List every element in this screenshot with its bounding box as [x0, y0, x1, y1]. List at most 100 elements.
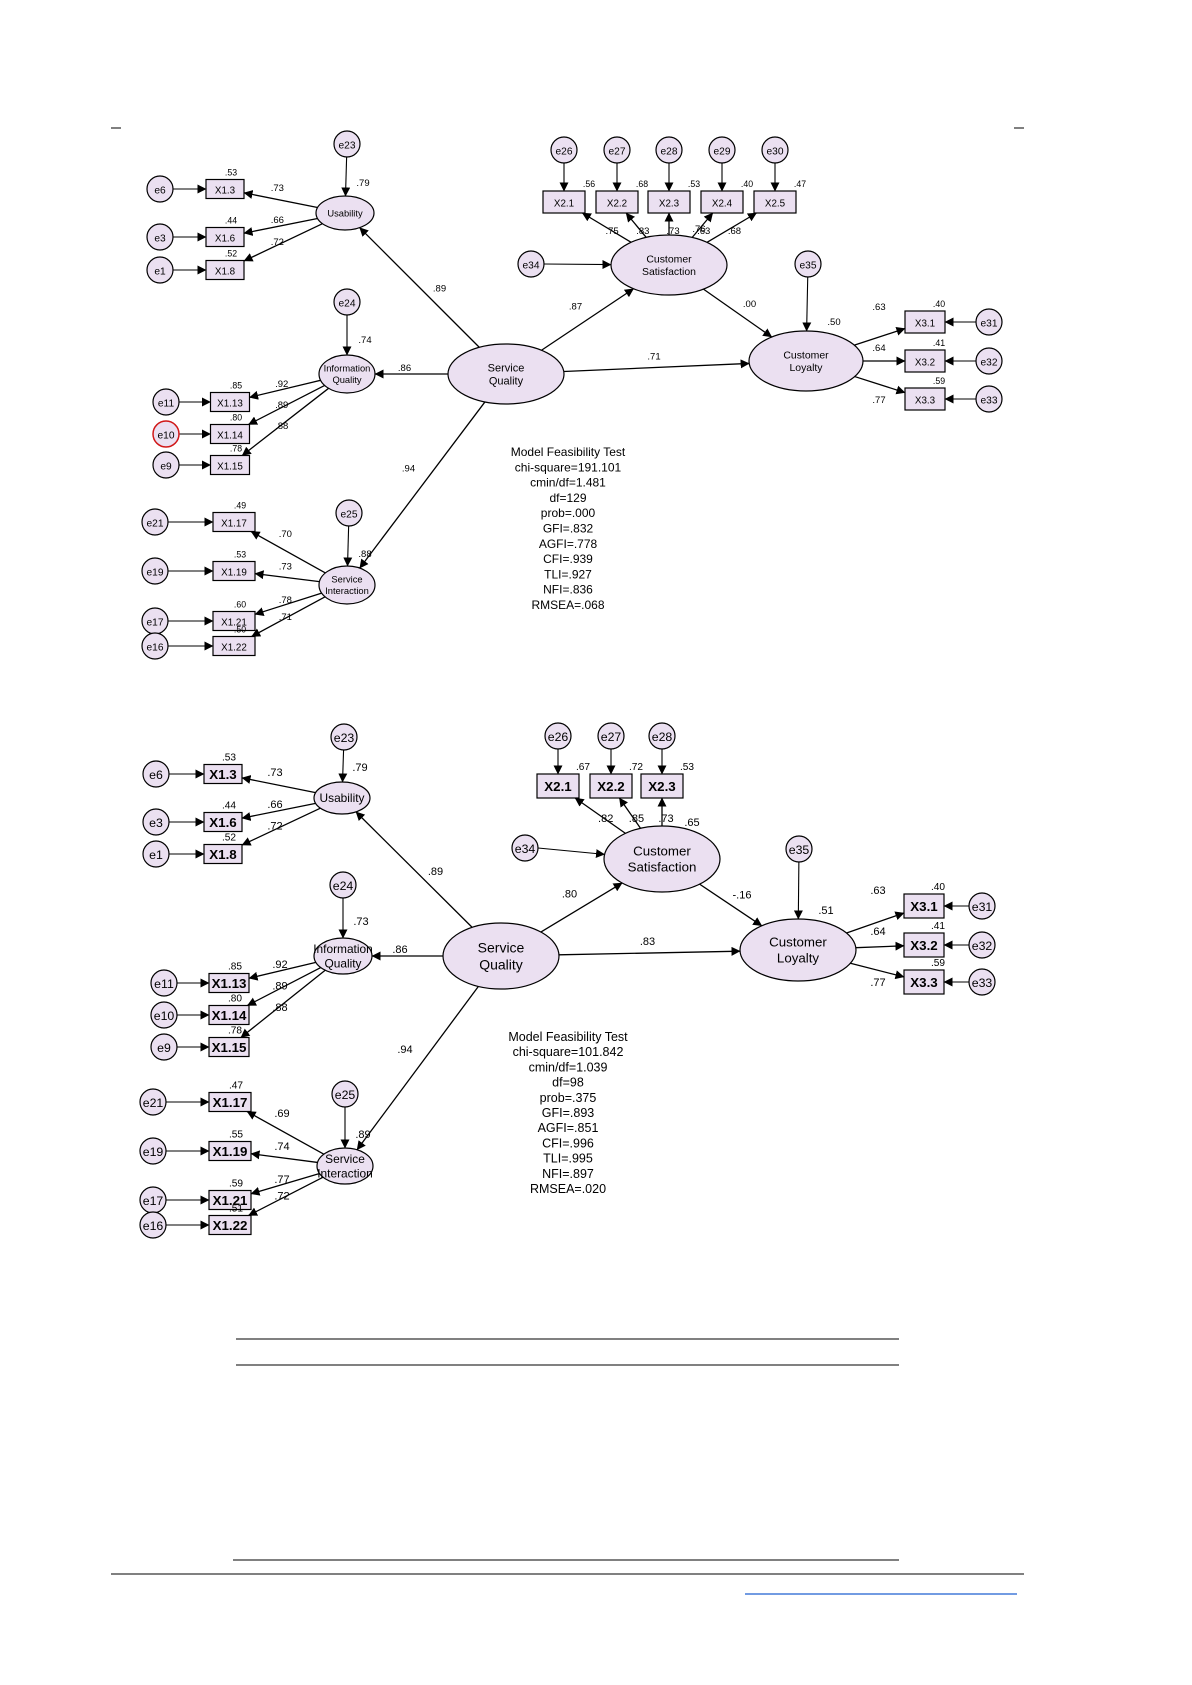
loading-arrow-X3-2: [855, 941, 905, 951]
fit-stat: GFI=.893: [542, 1106, 595, 1120]
error-e9: [150, 1033, 178, 1061]
disturbance-interaction-label: e25: [335, 1088, 356, 1102]
indicator-label: X1.19: [213, 1144, 248, 1159]
error-e32: [968, 931, 996, 959]
indicator-X3-2: [904, 349, 946, 373]
indicator-r2: .40: [931, 882, 945, 893]
latent-customer-loyalty-label-line: Customer: [783, 350, 829, 361]
latent-service-interaction: [318, 565, 376, 605]
loading-arrow-X3-3: [854, 375, 906, 395]
fit-stat: CFI=.939: [543, 552, 593, 566]
disturbance-arrow-usability: [338, 749, 348, 783]
fit-stat: NFI=.897: [542, 1167, 594, 1181]
latent-information-quality-label-line: Information: [324, 364, 371, 374]
indicator-r2: .53: [225, 168, 237, 178]
indicator-r2: .47: [229, 1081, 243, 1092]
indicator-label: X2.3: [659, 198, 680, 209]
loading-arrow-X1-17: [246, 1110, 325, 1155]
indicator-r2: .53: [680, 762, 694, 773]
indicator-r2: .49: [234, 501, 246, 511]
error-label: e3: [154, 233, 166, 244]
indicator-loading: .69: [274, 1108, 289, 1120]
loading-arrow-X1-3: [241, 775, 316, 794]
r2-satisfaction: .65: [684, 817, 699, 829]
path-sq-satisfaction: [541, 288, 634, 351]
fit-stat: chi-square=101.842: [513, 1045, 624, 1059]
disturbance-usability-label: e23: [334, 731, 355, 745]
error-label: e3: [149, 816, 163, 830]
indicator-label: X1.3: [209, 767, 236, 782]
indicator-r2: .41: [933, 338, 945, 348]
disturbance-loyalty: [794, 250, 822, 278]
indicator-X1-8: [205, 259, 245, 281]
indicator-r2: .59: [229, 1179, 243, 1190]
indicator-loading: .66: [271, 215, 284, 226]
indicator-label: X3.1: [915, 318, 935, 329]
indicator-loading: .88: [275, 421, 288, 432]
indicator-label: X1.8: [215, 266, 236, 277]
fit-stat: AGFI=.851: [538, 1121, 599, 1135]
path-coefficient-sq-interaction: .94: [402, 464, 415, 475]
indicator-loading: .72: [271, 237, 284, 248]
latent-customer-satisfaction-label-line: Customer: [646, 254, 692, 265]
indicator-X2-1: [536, 773, 580, 799]
error-label: e27: [609, 146, 626, 157]
indicator-r2: .53: [222, 753, 236, 764]
indicator-r2: .72: [629, 762, 643, 773]
loading-arrow-X1-21: [254, 592, 322, 617]
latent-service-quality-label-line: Service: [478, 940, 525, 956]
latent-information-quality-label-line: Quality: [332, 375, 361, 385]
error-label: e10: [158, 430, 175, 441]
error-label: e16: [147, 642, 164, 653]
disturbance-loyalty-label: e35: [789, 843, 810, 857]
indicator-X1-8: [203, 843, 243, 865]
model-fit-statistics: Model Feasibility Testchi-square=101.842…: [508, 1030, 628, 1196]
error-e27: [597, 722, 625, 750]
indicator-X1-19: [212, 560, 256, 582]
indicator-label: X1.14: [212, 1008, 247, 1023]
indicator-X1-13: [209, 391, 251, 413]
indicator-r2: .44: [222, 801, 236, 812]
loading-arrow-X1-6: [241, 802, 316, 821]
indicator-X2-1: [542, 190, 586, 214]
indicator-label: X1.22: [213, 1218, 248, 1233]
loading-arrow-X1-19: [254, 570, 320, 583]
error-label: e6: [149, 768, 163, 782]
disturbance-arrow-loyalty: [793, 861, 803, 920]
indicator-r2: .53: [234, 550, 246, 560]
indicator-loading: .66: [267, 799, 282, 811]
error-e19: [139, 1137, 167, 1165]
path-sq-interaction: [359, 401, 486, 569]
r2-information: .73: [353, 916, 368, 928]
path-sq-interaction: [356, 986, 479, 1151]
loading-arrow-X2-2: [625, 212, 647, 238]
indicator-label: X1.6: [215, 233, 236, 244]
r2-usability: .79: [352, 762, 367, 774]
latent-information-quality-label-line: Information: [313, 942, 372, 956]
disturbance-arrow-usability: [341, 156, 351, 197]
error-e9: [152, 451, 180, 479]
error-label: e17: [143, 1194, 164, 1208]
sem-diagram-original: ServiceQualityUsabilityInformationQualit…: [141, 130, 1003, 660]
error-e1: [146, 256, 174, 284]
error-e26: [544, 722, 572, 750]
error-label: e32: [972, 939, 993, 953]
indicator-loading: .82: [598, 813, 613, 825]
latent-customer-loyalty-label-line: Customer: [769, 935, 827, 950]
page-rules: [111, 127, 1024, 1595]
indicator-loading: .92: [272, 959, 287, 971]
latent-customer-satisfaction-label-line: Customer: [633, 844, 691, 859]
fit-stat: df=129: [549, 491, 586, 505]
path-coefficient-sq-satisfaction: .87: [569, 302, 582, 313]
fit-stat: prob=.375: [540, 1091, 597, 1105]
indicator-X1-22: [208, 1214, 252, 1236]
fit-stat: GFI=.832: [543, 522, 594, 536]
loading-arrow-X1-14: [246, 966, 322, 1007]
error-e26: [550, 136, 578, 164]
error-e27: [603, 136, 631, 164]
indicator-loading: .70: [279, 529, 292, 540]
path-satisfaction-loyalty: [699, 883, 763, 927]
latent-information-quality: [318, 354, 376, 394]
error-label: e26: [556, 146, 573, 157]
latent-customer-satisfaction: [610, 234, 728, 296]
